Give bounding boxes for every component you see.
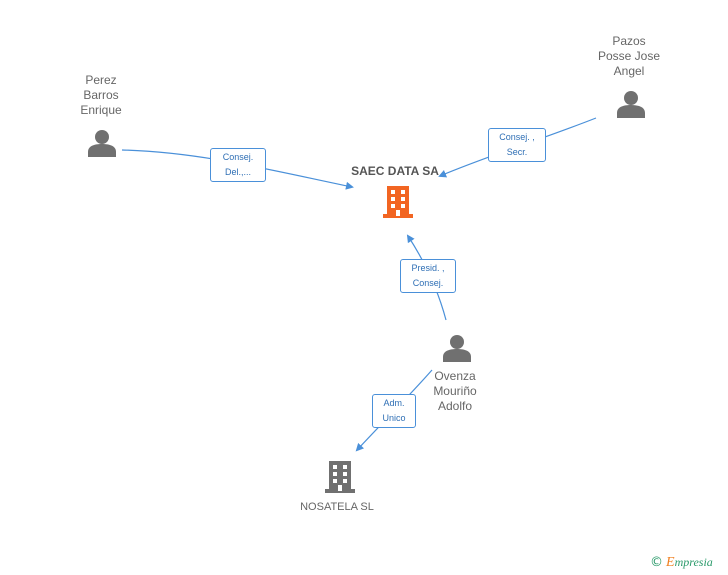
role-line: Consej. [412, 278, 444, 288]
name-line: Mouriño [433, 384, 477, 398]
role-line: Consej. , [499, 132, 535, 142]
company-name: SAEC DATA SA [351, 164, 439, 178]
edge-label-ovenza-saec[interactable]: Presid. , Consej. [400, 259, 456, 293]
name-line: Angel [613, 64, 645, 78]
name-line: Barros [83, 88, 119, 102]
empresia-logo[interactable]: © Empresia [650, 555, 713, 571]
name-line: Adolfo [437, 399, 473, 413]
company-label-nosatela[interactable]: NOSATELA SL [287, 500, 387, 515]
name-line: Posse Jose [597, 49, 661, 63]
name-line: Pazos [612, 34, 646, 48]
role-line: Adm. [383, 398, 405, 408]
role-line: Secr. [506, 147, 528, 157]
building-icon[interactable] [383, 186, 413, 218]
person-icon[interactable] [617, 91, 645, 118]
name-line: Perez [85, 73, 117, 87]
company-name: NOSATELA SL [300, 501, 374, 513]
role-line: Unico [382, 413, 406, 423]
person-label-perez[interactable]: Perez Barros Enrique [66, 73, 136, 118]
edge-label-pazos-saec[interactable]: Consej. , Secr. [488, 128, 546, 162]
role-line: Presid. , [411, 263, 445, 273]
person-icon[interactable] [443, 335, 471, 362]
building-icon[interactable] [325, 461, 355, 493]
copyright-icon: © [650, 555, 663, 570]
name-line: Ovenza [434, 369, 476, 383]
brand-initial: E [666, 555, 675, 570]
company-label-saec[interactable]: SAEC DATA SA [340, 164, 450, 179]
edge-label-perez-saec[interactable]: Consej. Del.,... [210, 148, 266, 182]
person-label-pazos[interactable]: Pazos Posse Jose Angel [589, 34, 669, 79]
name-line: Enrique [80, 103, 122, 117]
role-line: Consej. [222, 152, 254, 162]
person-label-ovenza[interactable]: Ovenza Mouriño Adolfo [420, 369, 490, 414]
edge-label-ovenza-nosatela[interactable]: Adm. Unico [372, 394, 416, 428]
person-icon[interactable] [88, 130, 116, 157]
brand-text: mpresia [674, 555, 713, 569]
role-line: Del.,... [224, 167, 251, 177]
